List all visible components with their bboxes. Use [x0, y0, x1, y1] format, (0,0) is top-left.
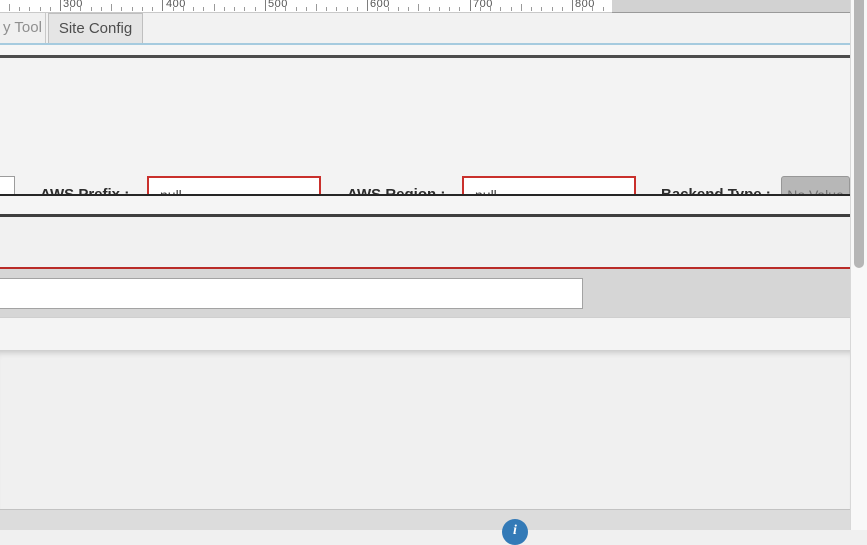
ruler-label: 800 — [575, 0, 595, 10]
ruler-tick — [408, 7, 410, 11]
ruler-tick — [295, 7, 297, 11]
ruler-tick — [592, 7, 594, 11]
input-toolbar-band — [0, 269, 850, 317]
ruler-tick — [141, 7, 143, 11]
ruler-tick — [520, 4, 522, 11]
ruler-tick — [152, 7, 154, 11]
ruler-tick — [326, 7, 328, 11]
ruler-tick — [39, 7, 41, 11]
ruler-tick — [397, 7, 399, 11]
tab-site-config[interactable]: Site Config — [48, 13, 143, 43]
ruler-tick — [531, 7, 533, 11]
ruler-tick — [316, 4, 317, 11]
ruler-tick — [459, 7, 461, 11]
tab-tool[interactable]: y Tool — [0, 13, 46, 43]
ruler-tick — [70, 7, 72, 11]
ruler-tick — [572, 0, 573, 11]
tab-tool-label: y Tool — [3, 19, 42, 36]
divider-line — [0, 194, 850, 196]
ruler-label: 300 — [63, 0, 83, 10]
horizontal-ruler: 300 400 500 600 700 800 — [0, 0, 612, 13]
ruler-tick — [387, 7, 389, 11]
section-divider-top — [0, 55, 850, 58]
ruler-tick — [203, 7, 205, 11]
ruler-tick — [377, 7, 379, 11]
ruler-tick — [254, 7, 256, 11]
ruler-tick — [541, 7, 543, 11]
ruler-tick — [264, 0, 266, 11]
tab-underline — [0, 43, 850, 45]
tab-site-config-label: Site Config — [58, 20, 133, 37]
ruler-tick — [500, 7, 502, 11]
ruler-tick — [367, 0, 369, 11]
ruler-tick — [182, 7, 184, 11]
spacer-band — [0, 217, 850, 267]
ruler-tick — [551, 7, 553, 11]
lower-content-panel — [0, 350, 850, 509]
ruler-tick — [336, 7, 338, 11]
ruler-label: 500 — [268, 0, 288, 10]
ruler-tick — [60, 0, 61, 11]
floating-action-button[interactable]: i — [502, 519, 528, 545]
ruler-tick — [213, 4, 215, 11]
ruler-tick — [428, 7, 430, 11]
ruler-tick — [162, 0, 164, 11]
ruler-tick — [193, 7, 195, 11]
config-form-row: AWS Prefix : AWS Region : Backend Type :… — [0, 58, 850, 214]
ruler-tick — [285, 7, 287, 11]
ruler-tick — [275, 7, 277, 11]
ruler-tick — [19, 7, 21, 11]
info-icon: i — [513, 523, 517, 538]
ruler-tick — [449, 7, 451, 11]
ruler-end-spacer — [612, 0, 850, 14]
vertical-scrollbar[interactable] — [850, 0, 867, 530]
ruler-tick — [490, 7, 492, 11]
ruler-label: 700 — [473, 0, 493, 10]
scrollbar-thumb[interactable] — [854, 0, 864, 268]
ruler-tick — [469, 0, 471, 11]
wide-text-input[interactable] — [0, 278, 583, 309]
divider-line — [0, 214, 850, 217]
ruler-tick — [346, 7, 348, 11]
ruler-tick — [172, 7, 174, 11]
ruler-tick — [244, 7, 246, 11]
ruler-tick — [602, 7, 604, 11]
ruler-tick — [100, 7, 102, 11]
ruler-label: 400 — [166, 0, 186, 10]
ruler-tick — [131, 7, 133, 11]
ruler-tick — [582, 7, 584, 11]
ruler-tick — [418, 4, 420, 11]
ruler-tick — [479, 7, 481, 11]
ruler-tick — [305, 7, 307, 11]
ruler-tick — [234, 7, 236, 11]
ruler-tick — [90, 7, 92, 11]
ruler-tick — [223, 7, 225, 11]
bottom-status-bar: i — [0, 509, 867, 545]
red-divider-line — [0, 267, 850, 269]
ruler-ticks: 300 400 500 600 700 800 — [0, 0, 612, 12]
spacer-band — [0, 317, 850, 350]
ruler-tick — [356, 7, 358, 11]
ruler-label: 600 — [370, 0, 390, 10]
ruler-tick — [49, 7, 51, 11]
ruler-tick — [121, 7, 123, 11]
tab-bar: y Tool Site Config — [0, 13, 850, 43]
ruler-tick — [438, 7, 440, 11]
spacer-band — [0, 196, 850, 214]
ruler-tick — [510, 7, 512, 11]
spacer-band — [0, 45, 850, 55]
ruler-tick — [111, 4, 113, 11]
ruler-tick — [561, 7, 563, 11]
ruler-tick — [8, 4, 10, 11]
ruler-tick — [29, 7, 31, 11]
ruler-tick — [80, 7, 82, 11]
